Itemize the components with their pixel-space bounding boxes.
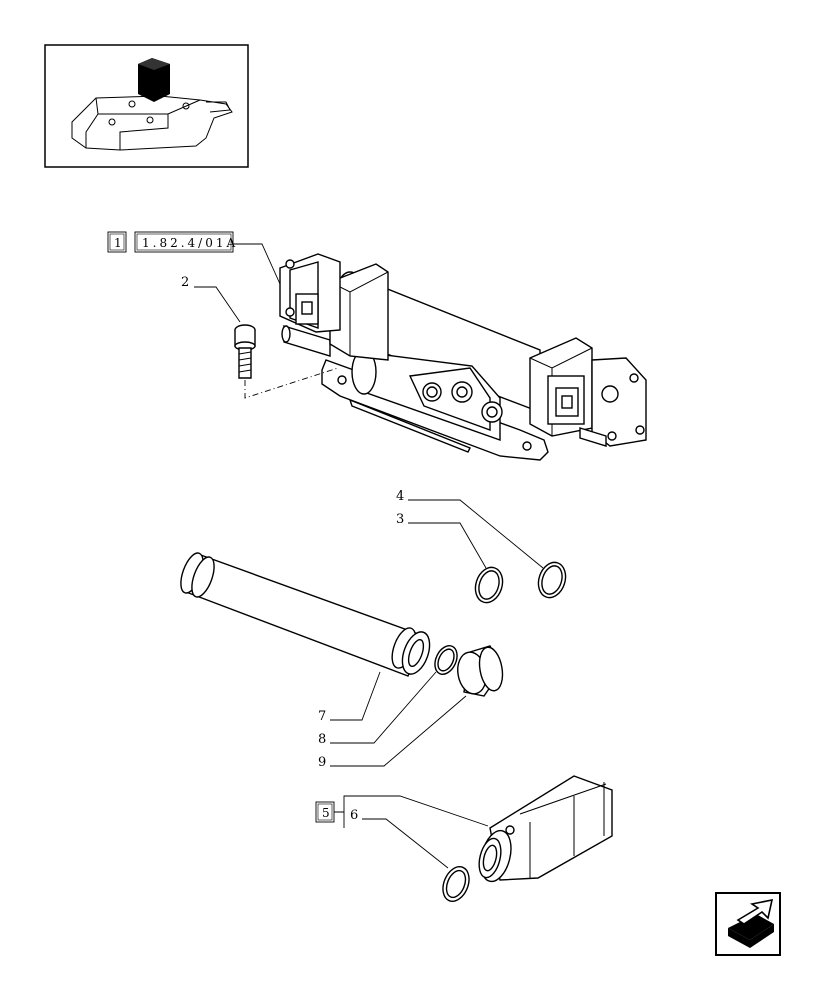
reference-box[interactable]: 1 1.82.4/01A xyxy=(107,231,238,253)
cap-screw xyxy=(234,324,256,379)
spool-pin xyxy=(180,552,431,677)
kit-box-index: 5 xyxy=(322,806,333,820)
callout-2: 2 xyxy=(181,275,189,290)
o-ring-4 xyxy=(537,561,567,599)
plug-cap xyxy=(457,645,504,697)
valve-sleeve xyxy=(478,775,613,883)
o-ring-6 xyxy=(442,866,470,902)
o-ring-8 xyxy=(434,645,458,675)
kit-box[interactable]: 5 xyxy=(315,801,335,823)
callout-8: 8 xyxy=(318,732,326,747)
o-ring-3 xyxy=(474,566,504,604)
callout-7: 7 xyxy=(318,709,326,724)
location-thumbnail-icon xyxy=(44,44,249,168)
next-page-arrow-icon[interactable] xyxy=(715,892,781,956)
callout-6: 6 xyxy=(350,808,358,823)
callout-3: 3 xyxy=(396,512,404,527)
callout-4: 4 xyxy=(396,489,404,504)
reference-box-code: 1.82.4/01A xyxy=(142,236,238,250)
reference-box-index: 1 xyxy=(114,236,125,250)
valve-assembly xyxy=(279,253,647,461)
callout-9: 9 xyxy=(318,755,326,770)
